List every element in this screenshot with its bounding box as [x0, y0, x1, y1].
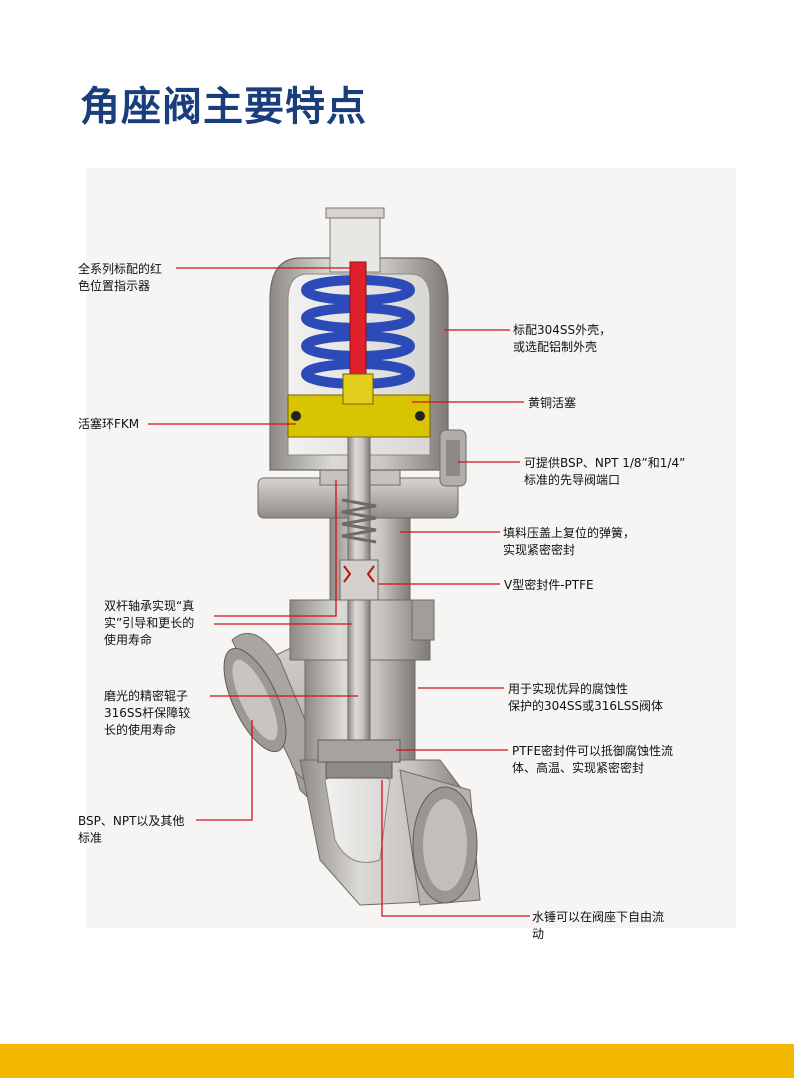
red-position-indicator — [349, 261, 367, 383]
leader-dual-bearing — [214, 480, 337, 617]
callout-pilot-port: 可提供BSP、NPT 1/8”和1/4” 标准的先导阀端口 — [524, 456, 686, 487]
footer-color-bar — [0, 1044, 794, 1078]
callout-polished-stem: 磨光的精密辊子 316SS杆保障较 长的使用寿命 — [104, 689, 191, 737]
leader-thread-standard — [196, 720, 253, 821]
callout-dual-bearing: 双杆轴承实现“真 实”引导和更长的 使用寿命 — [104, 599, 195, 647]
leader-water-hammer — [381, 780, 530, 917]
valve-disc — [317, 739, 401, 779]
callout-packing-spring: 填料压盖上复位的弹簧， 实现紧密密封 — [503, 526, 636, 557]
valve-stem — [339, 436, 379, 758]
callout-leader-lines — [148, 267, 530, 917]
callout-v-seal: V型密封件-PTFE — [504, 578, 594, 592]
callout-thread-standard: BSP、NPT以及其他 标准 — [78, 814, 185, 845]
callout-red-indicator: 全系列标配的红 色位置指示器 — [78, 262, 163, 293]
brass-piston — [287, 373, 431, 438]
callout-ptfe-seal: PTFE密封件可以抵御腐蚀性流 体、高温、实现紧密密封 — [512, 744, 674, 775]
page-title: 角座阀主要特点 — [80, 84, 367, 130]
callout-water-hammer: 水锤可以在阀座下自由流 动 — [532, 910, 665, 941]
callout-piston-ring: 活塞环FKM — [78, 417, 140, 431]
callout-housing: 标配304SS外壳， 或选配铝制外壳 — [513, 323, 612, 354]
callout-brass-piston: 黄铜活塞 — [528, 396, 577, 410]
valve-body — [223, 599, 481, 906]
callout-body-material: 用于实现优异的腐蚀性 保护的304SS或316LSS阀体 — [508, 682, 663, 713]
